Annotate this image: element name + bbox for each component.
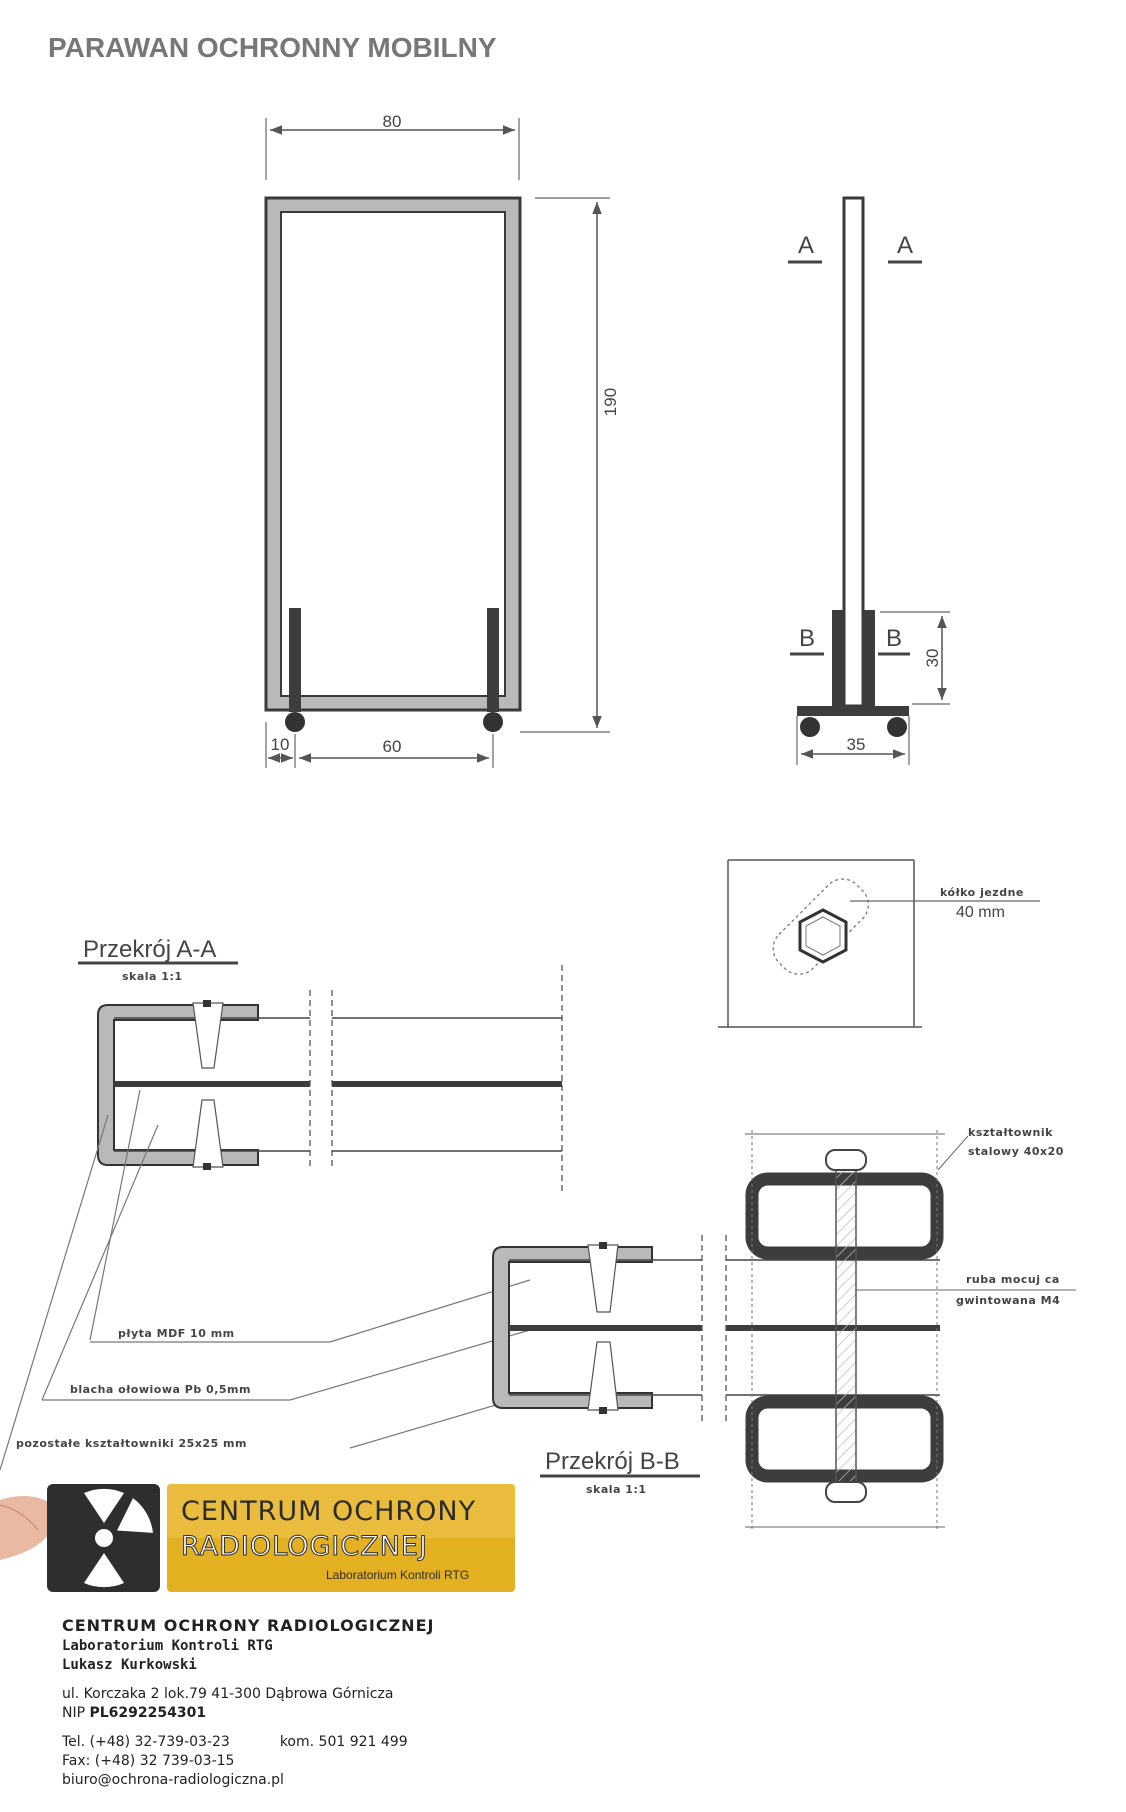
section-bb-title: Przekrój B-B [545,1448,680,1475]
page-title: PARAWAN OCHRONNY MOBILNY [48,32,497,63]
section-aa-title: Przekrój A-A [83,936,216,963]
side-base [797,706,909,716]
mobile: kom. 501 921 499 [279,1734,408,1750]
nip-label: NIP [62,1705,86,1721]
front-view: 80 190 10 60 [264,112,620,768]
lead-label: blacha ołowiowa Pb 0,5mm [70,1383,251,1396]
phone: Tel. (+48) 32-739-03-23 [62,1734,230,1750]
front-right-wheel [483,712,503,732]
contact-block: CENTRUM OCHRONY RADIOLOGICZNEJ Laborator… [62,1616,622,1790]
rod-label-line2: gwintowana M4 [956,1294,1060,1307]
hand-illustration [0,1496,57,1560]
side-left-post [832,610,844,706]
material-annotations: płyta MDF 10 mm blacha ołowiowa Pb 0,5mm… [16,1279,531,1450]
front-left-leg [289,608,301,712]
side-right-wheel [887,717,907,737]
front-right-leg [487,608,499,712]
company-logo: CENTRUM OCHRONY RADIOLOGICZNEJ Laborator… [0,1484,515,1592]
steel-profile-label-line1: kształtownik [968,1126,1053,1139]
logo-line2: RADIOLOGICZNEJ [181,1531,428,1562]
section-bb-scale: skala 1:1 [586,1483,647,1496]
mdf-label: płyta MDF 10 mm [118,1327,235,1340]
rod-label-line1: ruba mocuj ca [966,1273,1060,1286]
height-label: 190 [601,388,620,416]
section-bb-profile [492,1246,653,1409]
address: ul. Korczaka 2 lok.79 41-300 Dąbrowa Gór… [62,1686,394,1702]
section-aa-screw-bottom [192,1099,224,1168]
fax: Fax: (+48) 32 739-03-15 [62,1753,235,1769]
email-link[interactable]: biuro@ochrona-radiologiczna.pl [62,1772,284,1788]
section-b-right-marker: B [886,625,902,652]
side-panel [842,196,865,708]
radiation-icon [84,1488,153,1588]
rod-nut-top [825,1149,867,1171]
base-width-label: 35 [847,735,866,754]
section-aa-scale: skala 1:1 [122,970,183,983]
section-aa-screw-top [192,1002,224,1069]
offset-label: 10 [271,735,290,754]
nip-line: NIP PL6292254301 [62,1704,622,1723]
side-right-post [863,610,875,706]
rod-nut-bottom [825,1481,867,1503]
section-aa: Przekrój A-A skala 1:1 [0,936,563,1471]
nip-value: PL6292254301 [89,1705,207,1721]
side-view: A A B B 30 35 [788,196,950,765]
threaded-rod [835,1159,857,1493]
section-aa-profile [97,1004,259,1166]
front-left-wheel [285,712,305,732]
steel-profile-label-line2: stalowy 40x20 [968,1145,1064,1158]
section-bb-screw-top [587,1244,619,1313]
logo-line1: CENTRUM OCHRONY [181,1496,476,1527]
base-height-label: 30 [923,649,942,668]
profile-partial-label: pozostałe kształtowniki 25x25 mm [16,1437,247,1450]
wheel-label: kółko jezdne [940,886,1024,899]
section-bb: kształtownik stalowy 40x20 ruba mocuj ca… [492,1126,1076,1530]
wheel-detail: kółko jezdne 40 mm [718,859,1040,1028]
company-unit: Laboratorium Kontroli RTG [62,1638,273,1654]
logo-line3: Laboratorium Kontroli RTG [326,1568,469,1582]
hex-nut-icon [798,908,848,964]
company-name: CENTRUM OCHRONY RADIOLOGICZNEJ [62,1616,435,1635]
section-b-left-marker: B [799,625,815,652]
front-frame-inner [280,211,506,697]
side-left-wheel [800,717,820,737]
wheel-size: 40 mm [956,904,1005,921]
phone-line: Tel. (+48) 32-739-03-23 kom. 501 921 499 [62,1733,622,1752]
width-label: 80 [383,112,402,131]
section-a-left-marker: A [798,232,814,259]
section-bb-screw-bottom [587,1341,619,1411]
section-a-right-marker: A [897,232,913,259]
contact-person: Lukasz Kurkowski [62,1657,197,1673]
wheel-spacing-label: 60 [383,737,402,756]
